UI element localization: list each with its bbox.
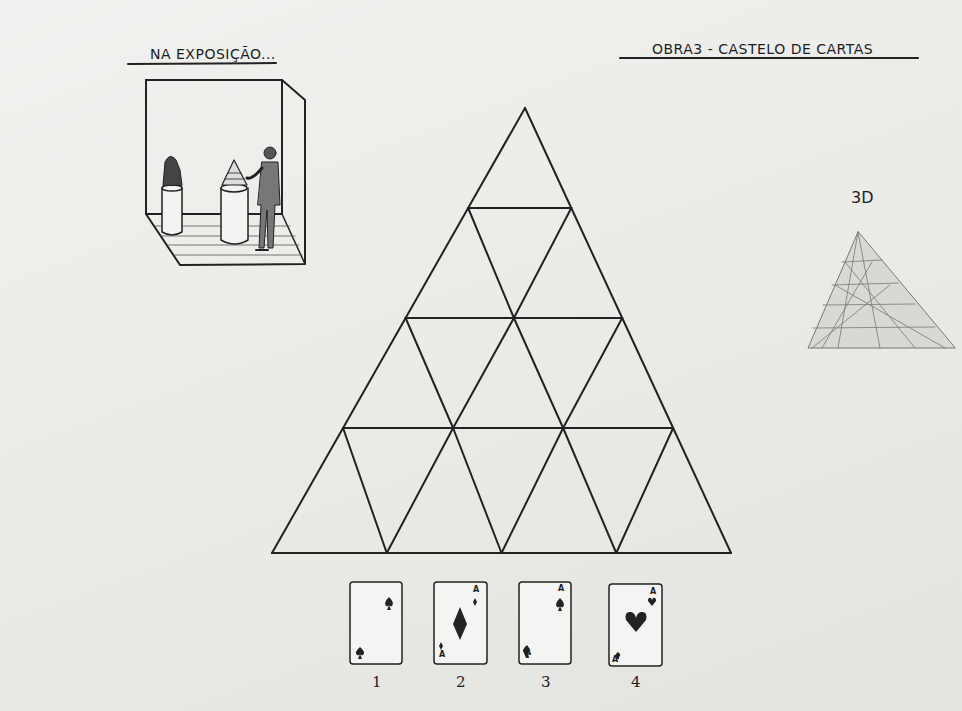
card-rank: A <box>473 586 479 594</box>
grid-line <box>343 318 406 428</box>
card-number: 4 <box>631 675 641 690</box>
grid-line <box>514 318 563 428</box>
grid-line <box>514 208 571 318</box>
card-number: 1 <box>372 675 382 690</box>
grid-line <box>272 428 343 553</box>
view-label: 3D <box>851 190 874 206</box>
underline <box>620 57 918 59</box>
section-heading: NA EXPOSIÇÃO... <box>150 47 276 61</box>
card-number: 3 <box>541 675 551 690</box>
grid-line <box>616 428 673 553</box>
card-rank: A <box>558 585 564 593</box>
grid-line <box>406 318 453 428</box>
card-rank: A <box>439 651 445 659</box>
card-rank: A <box>612 656 618 664</box>
grid-line <box>622 318 673 428</box>
grid-line <box>343 428 387 553</box>
grid-line <box>406 208 469 318</box>
playing-cards <box>350 582 662 666</box>
grid-line <box>387 428 453 553</box>
grid-line <box>468 207 571 209</box>
grid-line <box>343 427 673 429</box>
grid-line <box>468 108 525 208</box>
grid-line <box>468 208 514 318</box>
grid-line <box>453 318 514 428</box>
grid-line <box>571 208 622 318</box>
page-title: OBRA3 - CASTELO DE CARTAS <box>652 42 873 56</box>
underline <box>128 63 276 64</box>
card-number: 2 <box>456 675 466 690</box>
card-castle-grid <box>272 108 731 553</box>
grid-line <box>453 428 501 553</box>
3d-sketch <box>808 232 955 348</box>
grid-line <box>673 428 731 553</box>
card-rank: A <box>525 649 531 657</box>
exhibition-sketch <box>146 80 305 265</box>
grid-line <box>563 428 616 553</box>
card-suits <box>356 597 656 659</box>
grid-line <box>563 318 622 428</box>
card-rank: A <box>650 588 656 596</box>
grid-line <box>272 552 731 554</box>
grid-line <box>525 108 571 208</box>
grid-line <box>502 428 564 553</box>
